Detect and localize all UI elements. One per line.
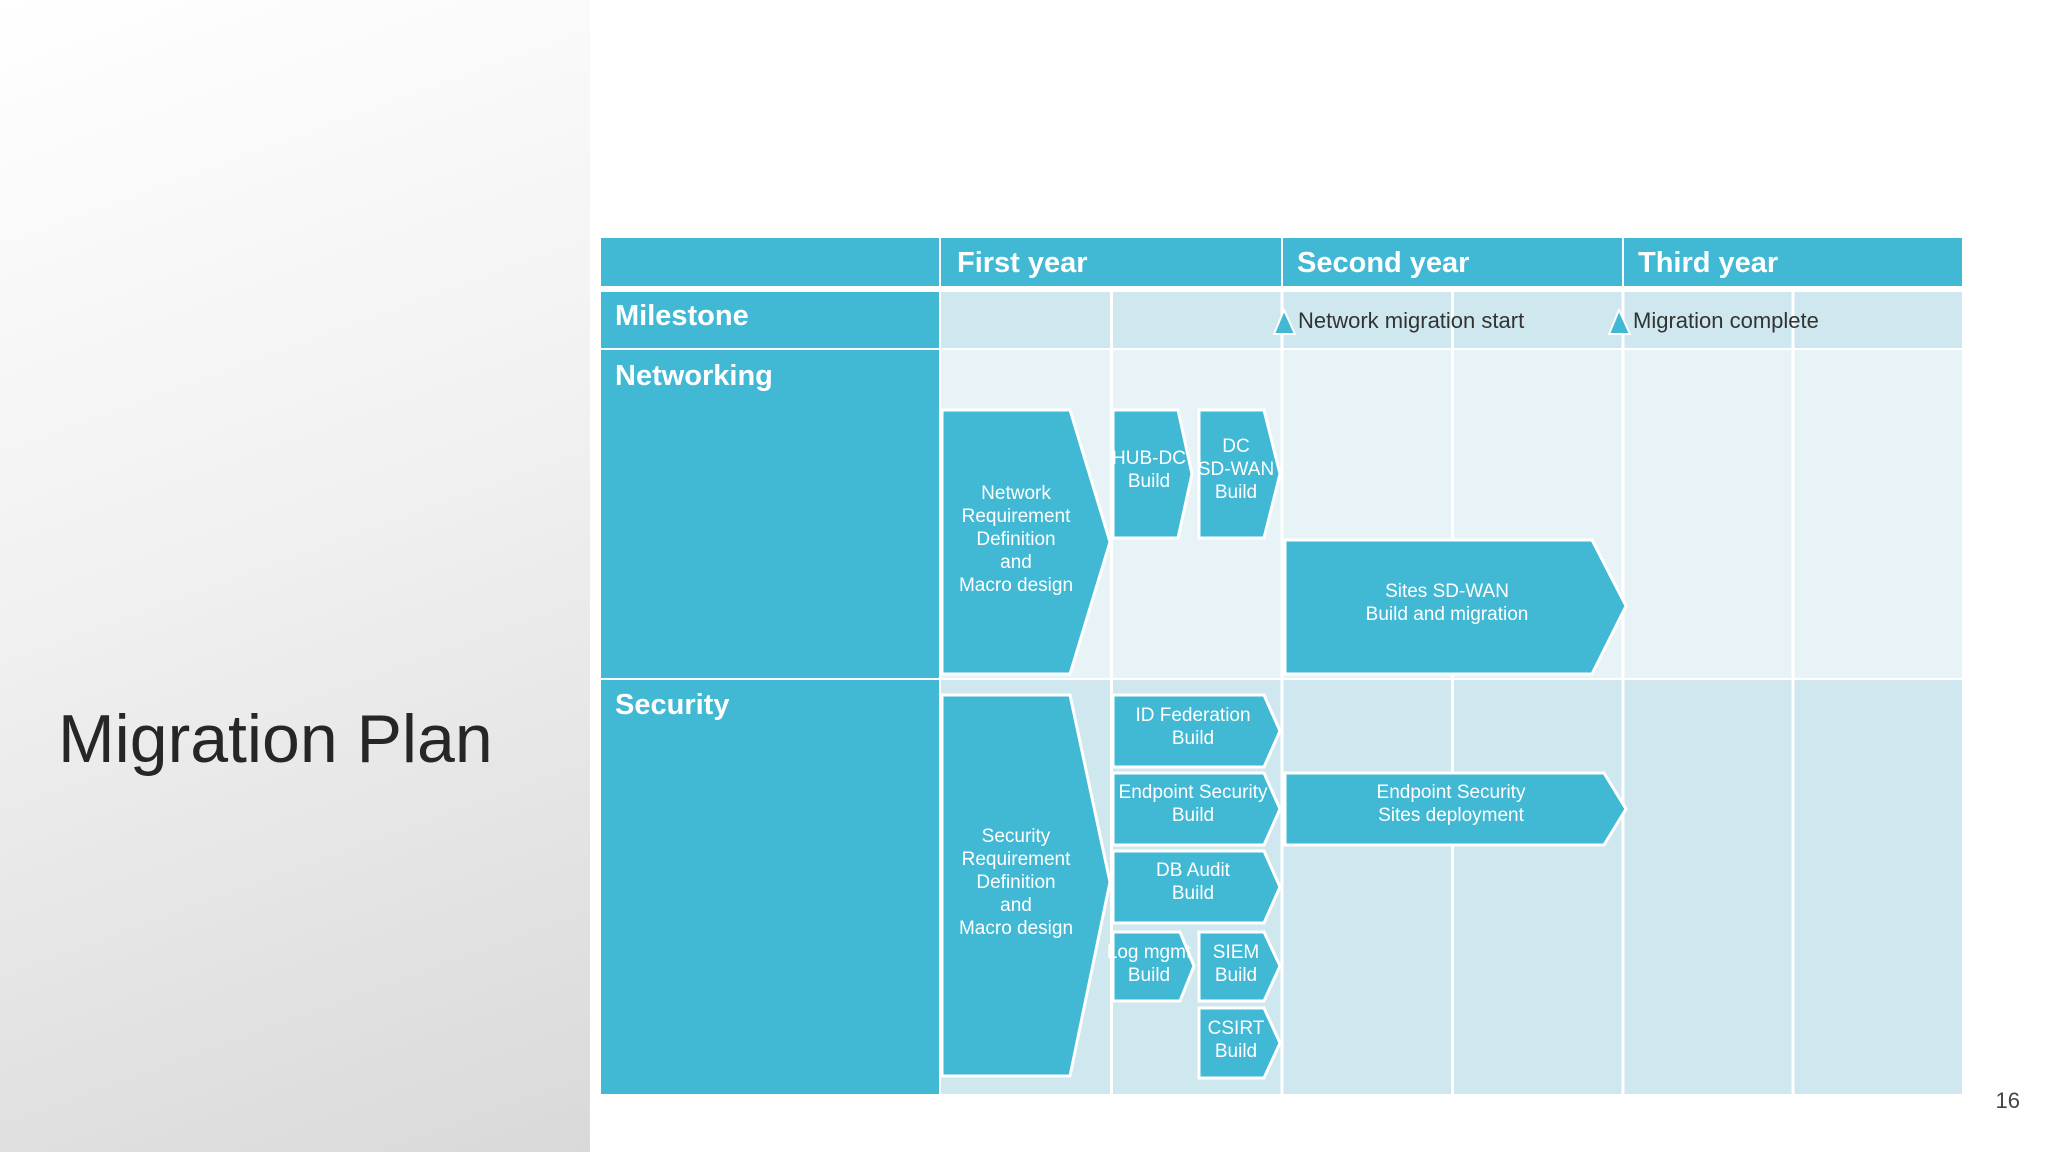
task-label-line: HUB-DC <box>1112 448 1186 469</box>
task-label-line: Macro design <box>959 918 1073 939</box>
milestone-marker-icon <box>1272 307 1297 335</box>
task-label-line: SIEM <box>1213 942 1259 963</box>
left-gradient-panel <box>0 0 590 1152</box>
row-label-milestone: Milestone <box>615 300 749 332</box>
task-label-line: Build <box>1172 805 1214 826</box>
task-label-line: ID Federation <box>1135 705 1250 726</box>
task-label-line: Build <box>1215 965 1257 986</box>
task-label-line: DC <box>1222 436 1249 457</box>
header-corner-cell <box>601 238 939 286</box>
header-second-year: Second year <box>1297 247 1469 279</box>
task-label-line: SD-WAN <box>1198 459 1274 480</box>
task-label-line: Build <box>1215 1041 1257 1062</box>
task-label-line: Security <box>982 826 1051 847</box>
header-second-year-cell <box>1283 238 1622 286</box>
milestone-network-migration-start: Network migration start <box>1298 308 1524 333</box>
header-third-year: Third year <box>1638 247 1778 279</box>
milestone-migration-complete: Migration complete <box>1633 308 1819 333</box>
task-label-line: and <box>1000 895 1032 916</box>
task-label-line: Requirement <box>962 506 1071 527</box>
task-label-line: Sites deployment <box>1378 805 1524 826</box>
task-label-line: Build and migration <box>1366 604 1529 625</box>
security-label-cell <box>601 680 939 1094</box>
row-label-security: Security <box>615 689 729 721</box>
task-label-line: Endpoint Security <box>1377 782 1526 803</box>
header-first-year: First year <box>957 247 1088 279</box>
milestone-marker-icon <box>1607 307 1632 335</box>
header-first-year-cell <box>941 238 1281 286</box>
header-third-year-cell <box>1624 238 1962 286</box>
task-label-line: Definition <box>976 529 1055 550</box>
page-number: 16 <box>1995 1088 2020 1113</box>
task-label-line: Macro design <box>959 575 1073 596</box>
task-label-line: Definition <box>976 872 1055 893</box>
slide-title: Migration Plan <box>58 701 493 777</box>
task-label-line: DB Audit <box>1156 860 1231 881</box>
task-label-line: and <box>1000 552 1032 573</box>
task-label-line: Log mgmt <box>1107 942 1192 963</box>
task-label-line: Build <box>1215 482 1257 503</box>
task-label-line: Build <box>1128 965 1170 986</box>
task-label-line: Build <box>1172 728 1214 749</box>
task-label-line: Build <box>1128 471 1170 492</box>
task-label-line: Network <box>981 483 1051 504</box>
task-label-line: Build <box>1172 883 1214 904</box>
task-label-line: Endpoint Security <box>1119 782 1268 803</box>
networking-label-cell <box>601 350 939 678</box>
milestone-label-cell <box>601 292 939 348</box>
task-label-line: Sites SD-WAN <box>1385 581 1509 602</box>
task-label-line: Requirement <box>962 849 1071 870</box>
row-label-networking: Networking <box>615 360 773 392</box>
task-label-line: CSIRT <box>1208 1018 1265 1039</box>
